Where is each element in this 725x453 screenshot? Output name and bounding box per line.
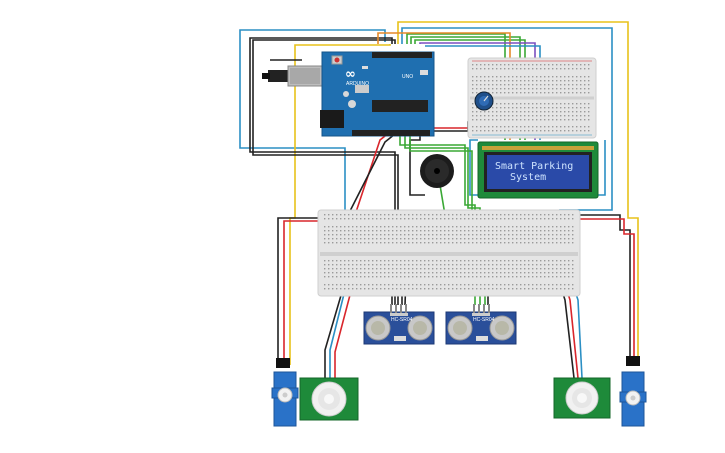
potentiometer[interactable] xyxy=(474,91,494,111)
atmega-chip xyxy=(372,100,428,112)
wire-blue-left-loop xyxy=(239,29,386,215)
wire-servo-right-red xyxy=(568,218,635,360)
wire-red-arduino-bb xyxy=(354,131,391,216)
ultrasonic-left-label: HC-SR04 xyxy=(391,317,413,323)
wire-black-left-1 xyxy=(249,37,396,305)
lcd-line-1: Smart Parking xyxy=(495,161,573,172)
arduino-brand-text: UNO xyxy=(402,74,413,80)
power-jack xyxy=(320,110,344,128)
wire-blue-lcd-side xyxy=(469,139,606,196)
arduino-uno[interactable]: ∞ UNO ARDUINO xyxy=(262,51,435,137)
arduino-logo: ∞ xyxy=(345,67,356,82)
main-breadboard-holes xyxy=(324,214,574,290)
pir-sensor-left xyxy=(299,377,359,421)
wire-yellow-right xyxy=(397,21,639,360)
wire-yellow-left xyxy=(289,44,391,365)
pir-sensor-right xyxy=(553,377,611,419)
small-breadboard xyxy=(467,57,597,139)
ultrasonic-pins xyxy=(390,304,490,313)
ultrasonic-right-label: HC-SR04 xyxy=(473,317,495,323)
wire-servo-left-black xyxy=(277,217,330,360)
wire-black-arduino-bb xyxy=(347,133,396,216)
servo-right xyxy=(619,356,647,427)
main-breadboard xyxy=(317,209,581,297)
wire-black-left-2 xyxy=(252,39,399,305)
piezo-buzzer xyxy=(420,154,454,188)
wire-servo-right-black xyxy=(565,214,631,360)
ultrasonic-sensor-right: HC-SR04 xyxy=(445,311,517,345)
lcd-line-2: System xyxy=(510,172,546,183)
ultrasonic-sensor-left: HC-SR04 xyxy=(363,311,435,345)
small-breadboard-holes xyxy=(472,64,590,132)
usb-cable xyxy=(268,70,288,82)
servo-left xyxy=(271,358,299,427)
lcd-display: Smart Parking System xyxy=(477,141,599,199)
arduino-maker-text: ARDUINO xyxy=(346,81,369,87)
